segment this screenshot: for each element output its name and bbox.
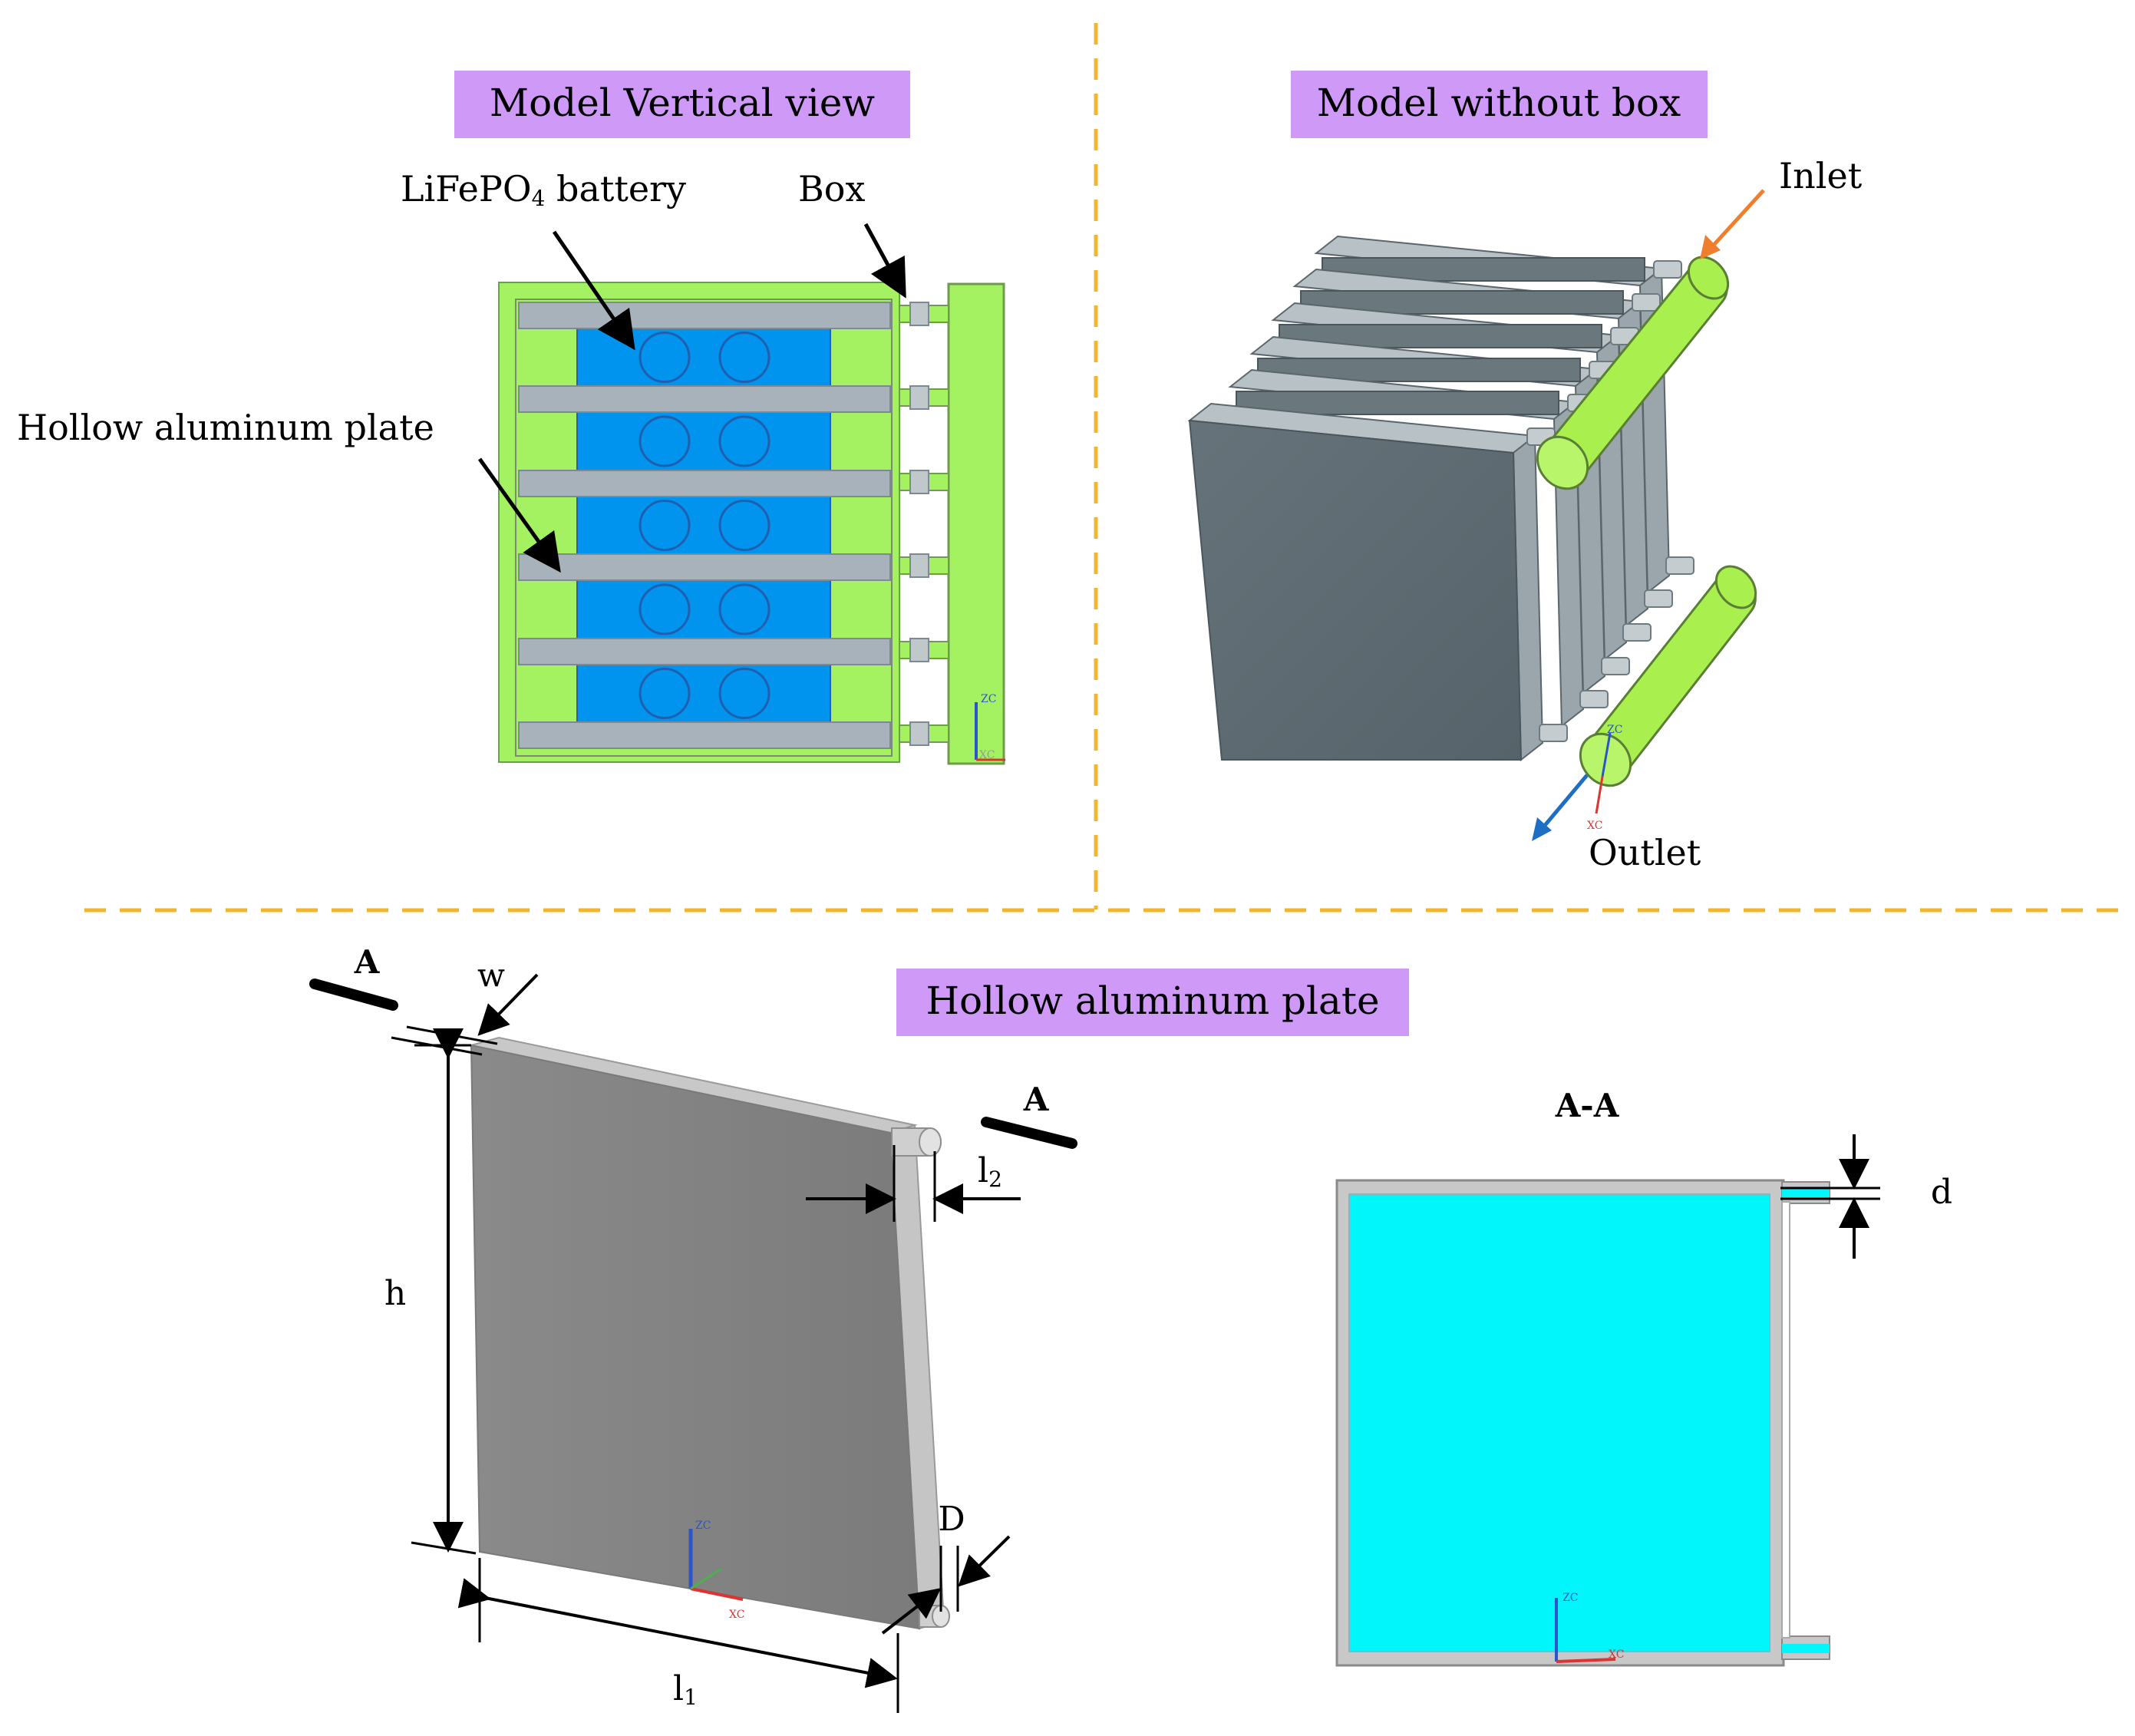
dimension-d: d [1780,1134,1952,1259]
aluminum-plate-bar [518,302,891,329]
section-view: ZC XC [1335,1179,1830,1667]
stack-stub-bottom [1601,657,1630,675]
label-battery: LiFePO4 battery [401,168,686,211]
section-mark-right: A [1023,1081,1050,1118]
dimension-l1: l1 [457,1558,899,1713]
battery-cell-circle [718,415,771,467]
battery-cell [576,579,831,639]
label-box: Box [798,168,865,210]
pipe-connectors [899,302,949,746]
label-outlet: Outlet [1589,832,1701,873]
arrow-battery [552,230,635,351]
label-h: h [384,1274,406,1313]
arrow-outlet-head [1532,817,1552,841]
axis-x-label-3: XC [729,1609,744,1621]
battery-cell-circle [718,668,771,719]
battery-cell [576,664,831,723]
axis-z-label: ZC [981,693,996,705]
panel-vertical-view: Model Vertical view ZC XC LiFePO4 batter… [17,71,1005,765]
dimension-l2: l2 [806,1145,1021,1222]
aluminum-plate-bar [518,385,891,413]
battery-cell-circle [718,500,771,551]
stack-stub-top [1632,293,1661,312]
arrow-box [863,223,906,299]
pipe-connector-cap [909,302,929,326]
pipe-connector-cap [909,721,929,746]
title-box-without-box [1291,71,1708,138]
axis-x-label-2: XC [1587,820,1602,832]
label-w: w [477,956,505,994]
panel-hollow-plate: Hollow aluminum plate ZC XC A A [309,943,1952,1713]
pipe-connector-cap [909,470,929,494]
battery-cell [576,411,831,471]
stacked-plates [1187,235,1694,762]
aluminum-plate-bar [518,470,891,497]
label-inlet: Inlet [1779,155,1863,196]
stack-stub-bottom [1622,623,1652,642]
battery-cell [576,328,831,387]
dimension-h: h [384,1028,477,1555]
battery-cell-circle [639,332,691,383]
axis-z-label-3: ZC [695,1520,711,1532]
battery-cell-circle [718,583,771,635]
aluminum-plate-bar [518,638,891,665]
inlet-pipe [1536,256,1730,490]
dimension-D: D [881,1500,1011,1635]
battery-cell [576,496,831,555]
dimension-w: w [391,956,539,1056]
label-hollow-plate: Hollow aluminum plate [17,407,434,448]
stack-plate-face [1236,391,1559,415]
axis-indicator-top-right: ZC XC [1587,724,1622,832]
aluminum-plate-3d: ZC XC [470,1036,950,1630]
title-vertical-view: Model Vertical view [490,81,875,125]
section-cut-left [309,979,398,1011]
title-box-hollow-plate [896,969,1409,1036]
stack-stub-top [1653,260,1682,279]
manifold-pipe [947,282,1005,765]
aluminum-plate-bar [518,553,891,581]
pipe-connector-cap [909,553,929,578]
section-cut-right [981,1117,1077,1149]
stack-stub-bottom [1539,724,1568,742]
section-inner-channel [1348,1193,1770,1652]
title-box-vertical-view [454,71,910,138]
pipe-connector-cap [909,385,929,410]
arrow-inlet-head [1700,235,1721,259]
panel-dividers [84,23,2126,913]
stack-plate-face [1300,290,1624,315]
arrow-inlet [1706,189,1765,253]
title-without-box: Model without box [1317,81,1681,125]
aluminum-plates [518,302,891,749]
stack-stub-bottom [1665,556,1694,575]
section-mark-left: A [354,943,381,981]
battery-cell-circle [639,668,691,719]
aluminum-plate-bar [518,721,891,749]
arrow-hollow-plate [477,457,561,573]
arrow-outlet [1537,774,1589,834]
battery-cell-circle [718,332,771,383]
label-d: d [1931,1173,1952,1212]
label-l2: l2 [978,1151,1002,1192]
battery-cell-circle [639,415,691,467]
axis-z-label-2: ZC [1607,724,1622,736]
title-hollow-plate: Hollow aluminum plate [926,979,1379,1023]
axis-indicator-top-left: ZC XC [975,693,1005,761]
label-l1: l1 [673,1669,698,1710]
section-title: A-A [1555,1087,1620,1124]
stack-stub-bottom [1579,690,1609,708]
battery-cell-circle [639,583,691,635]
battery-cell-circle [639,500,691,551]
panel-without-box: Model without box ZC XC Inlet Outlet [1187,71,1863,873]
stack-stub-bottom [1644,589,1673,608]
label-D: D [938,1500,965,1539]
axis-x-label: XC [979,749,995,761]
pipe-connector-cap [909,638,929,662]
axis-x-label-4: XC [1609,1649,1624,1661]
stack-plate-front [1188,419,1523,761]
axis-z-label-4: ZC [1562,1592,1578,1604]
plate-front-face [470,1044,921,1630]
